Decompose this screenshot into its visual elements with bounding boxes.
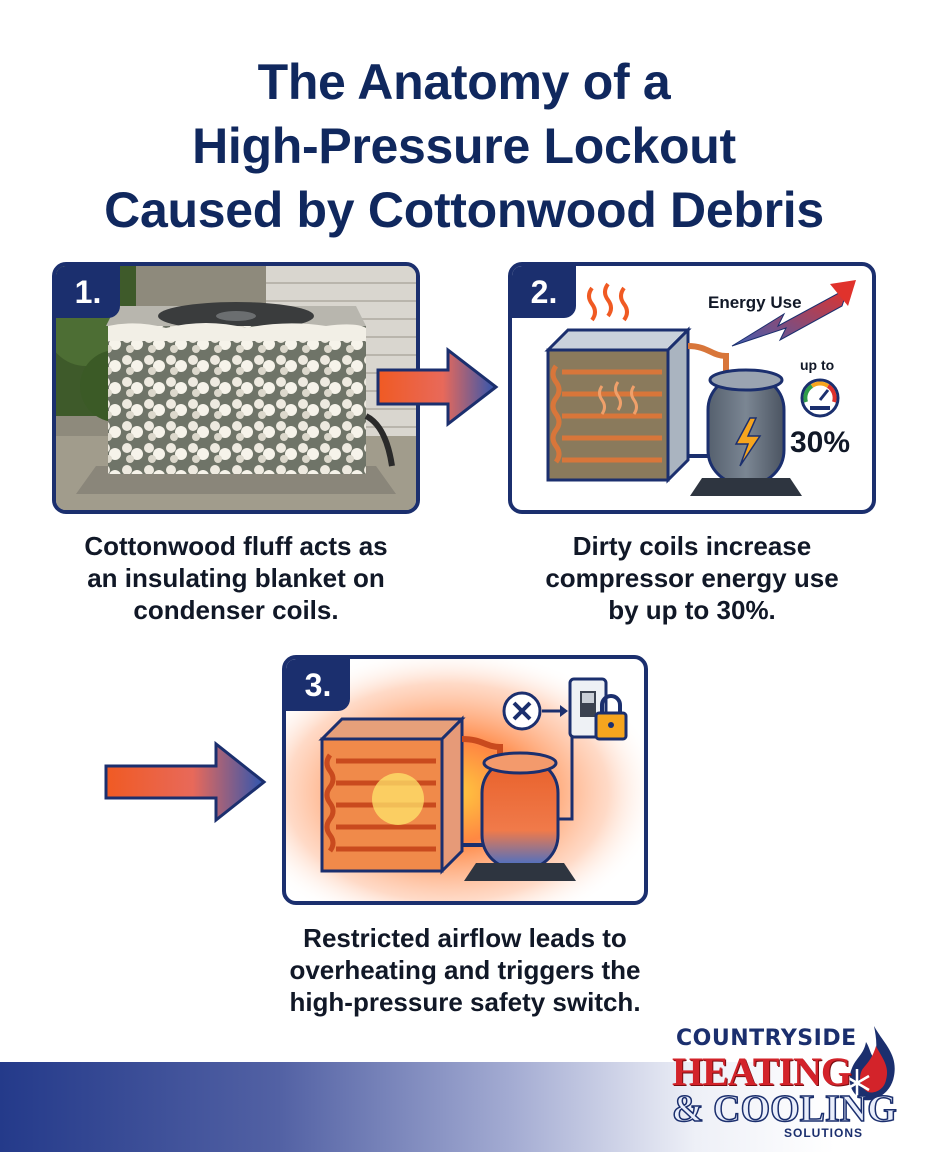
company-logo: COUNTRYSIDE HEATING & COOLING SOLUTIONS — [668, 1020, 908, 1145]
step-2-caption-line: compressor energy use — [545, 563, 839, 593]
page-title: The Anatomy of a High-Pressure Lockout C… — [0, 50, 928, 242]
step-3-caption-line: overheating and triggers the — [289, 955, 641, 985]
step-1-caption-line: Cottonwood fluff acts as — [84, 531, 388, 561]
logo-line-solutions: SOLUTIONS — [784, 1126, 864, 1140]
step-2-panel: 2. — [508, 262, 876, 514]
step-1-panel: 1. — [52, 262, 420, 514]
gauge-icon — [800, 378, 840, 418]
step-2-caption-line: Dirty coils increase — [572, 531, 812, 561]
logo-line-heating: HEATING — [672, 1049, 852, 1094]
dirty-coil-compressor-illustration: Energy Use up to 30% — [544, 280, 856, 496]
title-line-2: High-Pressure Lockout — [192, 118, 736, 174]
logo-line-cooling: & COOLING — [671, 1087, 897, 1131]
energy-use-label: Energy Use — [708, 293, 802, 312]
title-line-3: Caused by Cottonwood Debris — [104, 182, 824, 238]
cottonwood-condenser-illustration — [56, 266, 416, 510]
step-2-caption-line: by up to 30%. — [608, 595, 776, 625]
title-line-1: The Anatomy of a — [257, 54, 671, 110]
step-3-caption-line: Restricted airflow leads to — [303, 923, 627, 953]
step-1-badge: 1. — [56, 266, 120, 318]
step-3-caption-line: high-pressure safety switch. — [289, 987, 641, 1017]
step-1-caption: Cottonwood fluff acts as an insulating b… — [52, 530, 420, 626]
step-3-panel: 3. — [282, 655, 648, 905]
flow-arrow-icon — [104, 740, 267, 824]
flow-arrow-icon — [376, 346, 499, 428]
step-3-badge: 3. — [286, 659, 350, 711]
step-2-badge: 2. — [512, 266, 576, 318]
snowflake-icon — [844, 1069, 870, 1097]
lightning-icon — [734, 417, 762, 467]
up-to-label: up to — [800, 357, 834, 373]
step-3-caption: Restricted airflow leads to overheating … — [264, 922, 666, 1018]
footer-gradient-band — [0, 1062, 928, 1152]
padlock-icon — [594, 694, 628, 741]
step-1-caption-line: an insulating blanket on — [87, 563, 385, 593]
percent-label: 30% — [790, 426, 850, 459]
step-2-caption: Dirty coils increase compressor energy u… — [508, 530, 876, 626]
step-1-caption-line: condenser coils. — [133, 595, 339, 625]
heat-waves-icon — [587, 282, 629, 322]
logo-line-countryside: COUNTRYSIDE — [676, 1026, 857, 1051]
x-circle-icon — [502, 691, 542, 731]
